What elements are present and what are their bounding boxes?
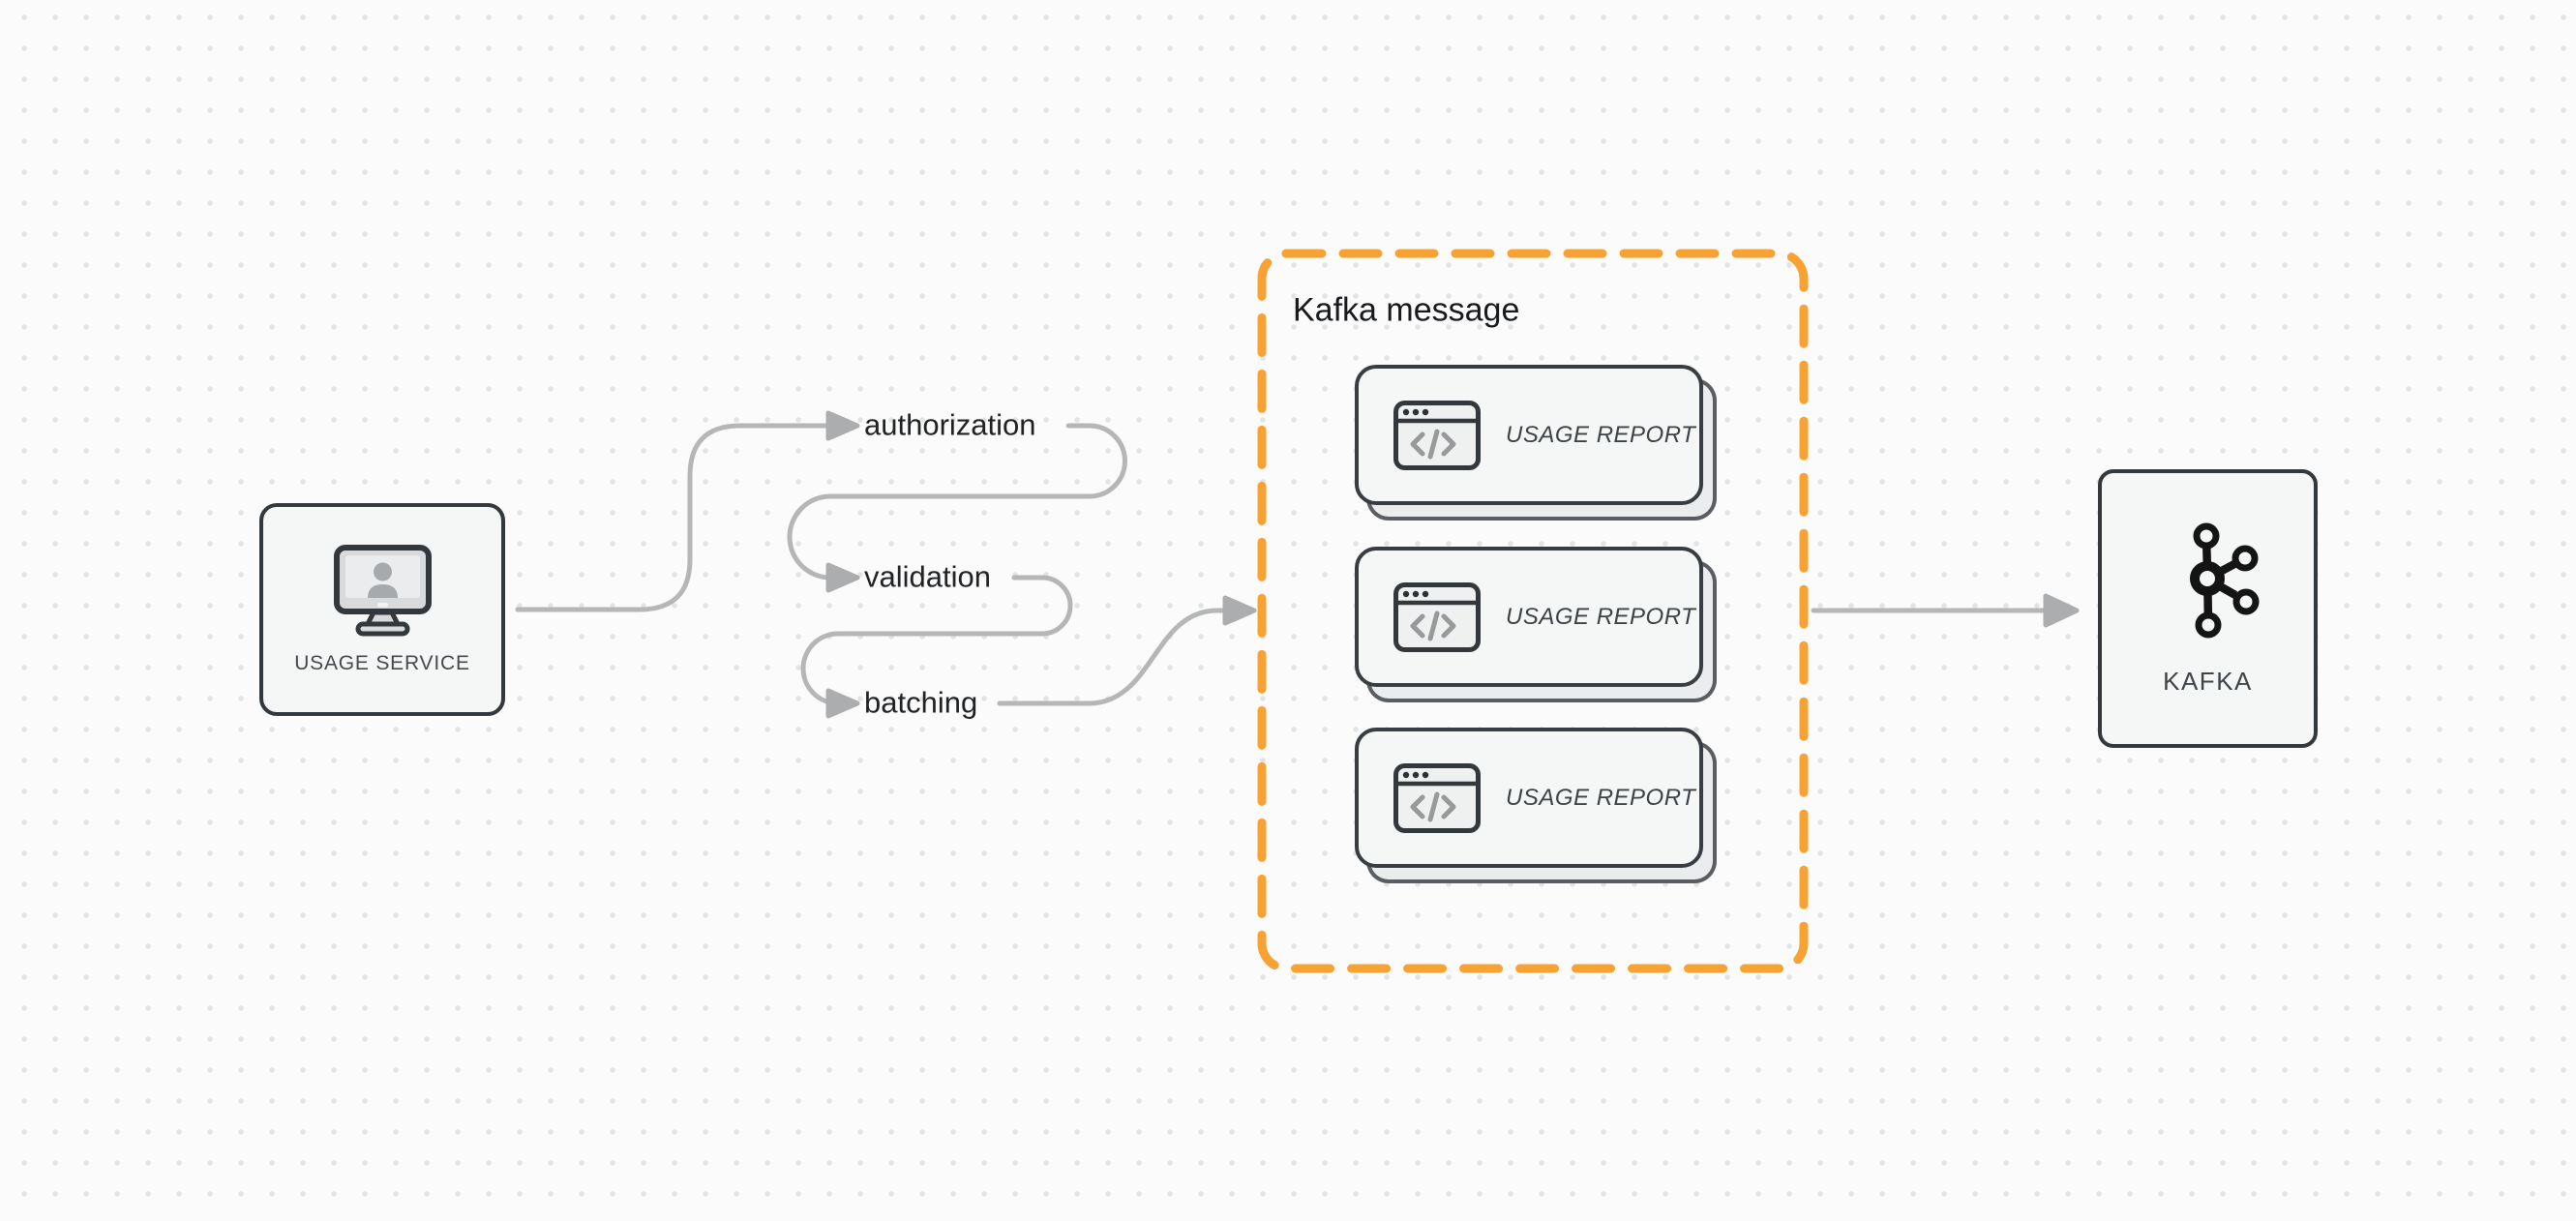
step-label-validation: validation xyxy=(864,559,991,594)
arrowhead-validation xyxy=(825,562,860,593)
step-label-batching: batching xyxy=(864,685,978,720)
arrowheads xyxy=(825,410,2080,719)
connector-validation-to-batching xyxy=(800,575,1073,706)
arrowhead-batching xyxy=(825,688,860,719)
connector-authorization-to-validation xyxy=(787,423,1127,581)
usage-service-node: USAGE SERVICE xyxy=(259,503,505,716)
kafka-node: KAFKA xyxy=(2098,469,2318,748)
connector-usage-to-authorization xyxy=(515,423,829,612)
usage-report-label: USAGE REPORT xyxy=(1506,603,1696,630)
usage-report-card: USAGE REPORT xyxy=(1355,365,1703,505)
code-window-icon xyxy=(1393,400,1481,470)
connector-batching-to-group xyxy=(997,608,1226,706)
kafka-label: KAFKA xyxy=(2163,667,2253,696)
usage-service-label: USAGE SERVICE xyxy=(294,651,470,674)
connector-paths xyxy=(515,423,2047,706)
kafka-message-group-dashed-border xyxy=(1257,249,1809,973)
arrowhead-into-group xyxy=(1222,595,1257,626)
usage-report-card: USAGE REPORT xyxy=(1355,728,1703,868)
arrowhead-authorization xyxy=(825,410,860,441)
usage-report-label: USAGE REPORT xyxy=(1506,784,1696,811)
kafka-logo-icon xyxy=(2189,522,2259,639)
step-label-authorization: authorization xyxy=(864,407,1036,442)
usage-report-label: USAGE REPORT xyxy=(1506,421,1696,448)
code-window-icon xyxy=(1393,762,1481,833)
arrowhead-into-kafka xyxy=(2043,593,2080,628)
kafka-message-group-title: Kafka message xyxy=(1293,291,1520,329)
code-window-icon xyxy=(1393,581,1481,652)
usage-report-card: USAGE REPORT xyxy=(1355,547,1703,687)
monitor-user-icon xyxy=(333,544,432,636)
